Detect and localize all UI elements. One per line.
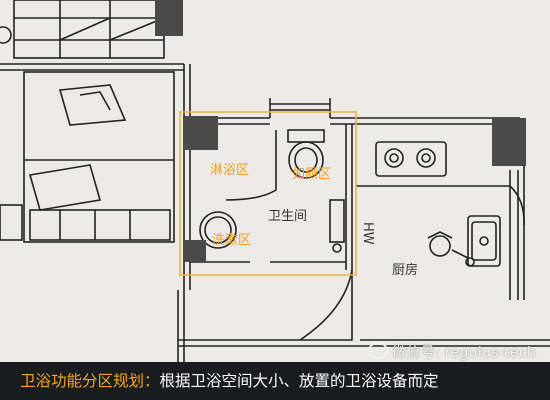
stove-outline: [375, 141, 447, 177]
column-kitchen-ne: [492, 118, 526, 166]
label-kitchen: 厨房: [392, 262, 418, 278]
column-bathroom-sw: [184, 240, 206, 262]
watermark-text: 微信号: regulus-tech: [392, 345, 536, 361]
label-shower-zone: 淋浴区: [210, 163, 249, 178]
label-toilet-zone: 如厕区: [292, 166, 331, 182]
washbasin-outline: [199, 211, 237, 249]
caption-heading: 卫浴功能分区规划: [20, 372, 145, 390]
wechat-icon: [368, 342, 389, 359]
label-bathroom: 卫生间: [268, 209, 307, 224]
column-bathroom-nw: [184, 116, 218, 150]
toilet-bowl-outline: [288, 141, 324, 179]
floor-plan-drawing: 淋浴区 如厕区 卫生间 洗漱区 厨房 HW: [0, 0, 550, 362]
label-hw: HW: [360, 222, 375, 245]
highlight-box: [179, 111, 357, 276]
label-washing-zone: 洗漱区: [212, 233, 251, 248]
caption-body: 根据卫浴空间大小、放置的卫浴设备而定: [159, 372, 439, 390]
bed-outline: [23, 71, 175, 243]
sink-outline: [467, 215, 501, 267]
wechat-watermark: 微信号: regulus-tech: [368, 342, 536, 362]
caption-separator: ：: [144, 372, 160, 390]
caption-bar: 卫浴功能分区规划：根据卫浴空间大小、放置的卫浴设备而定: [0, 362, 550, 400]
column-top-left: [155, 0, 183, 36]
